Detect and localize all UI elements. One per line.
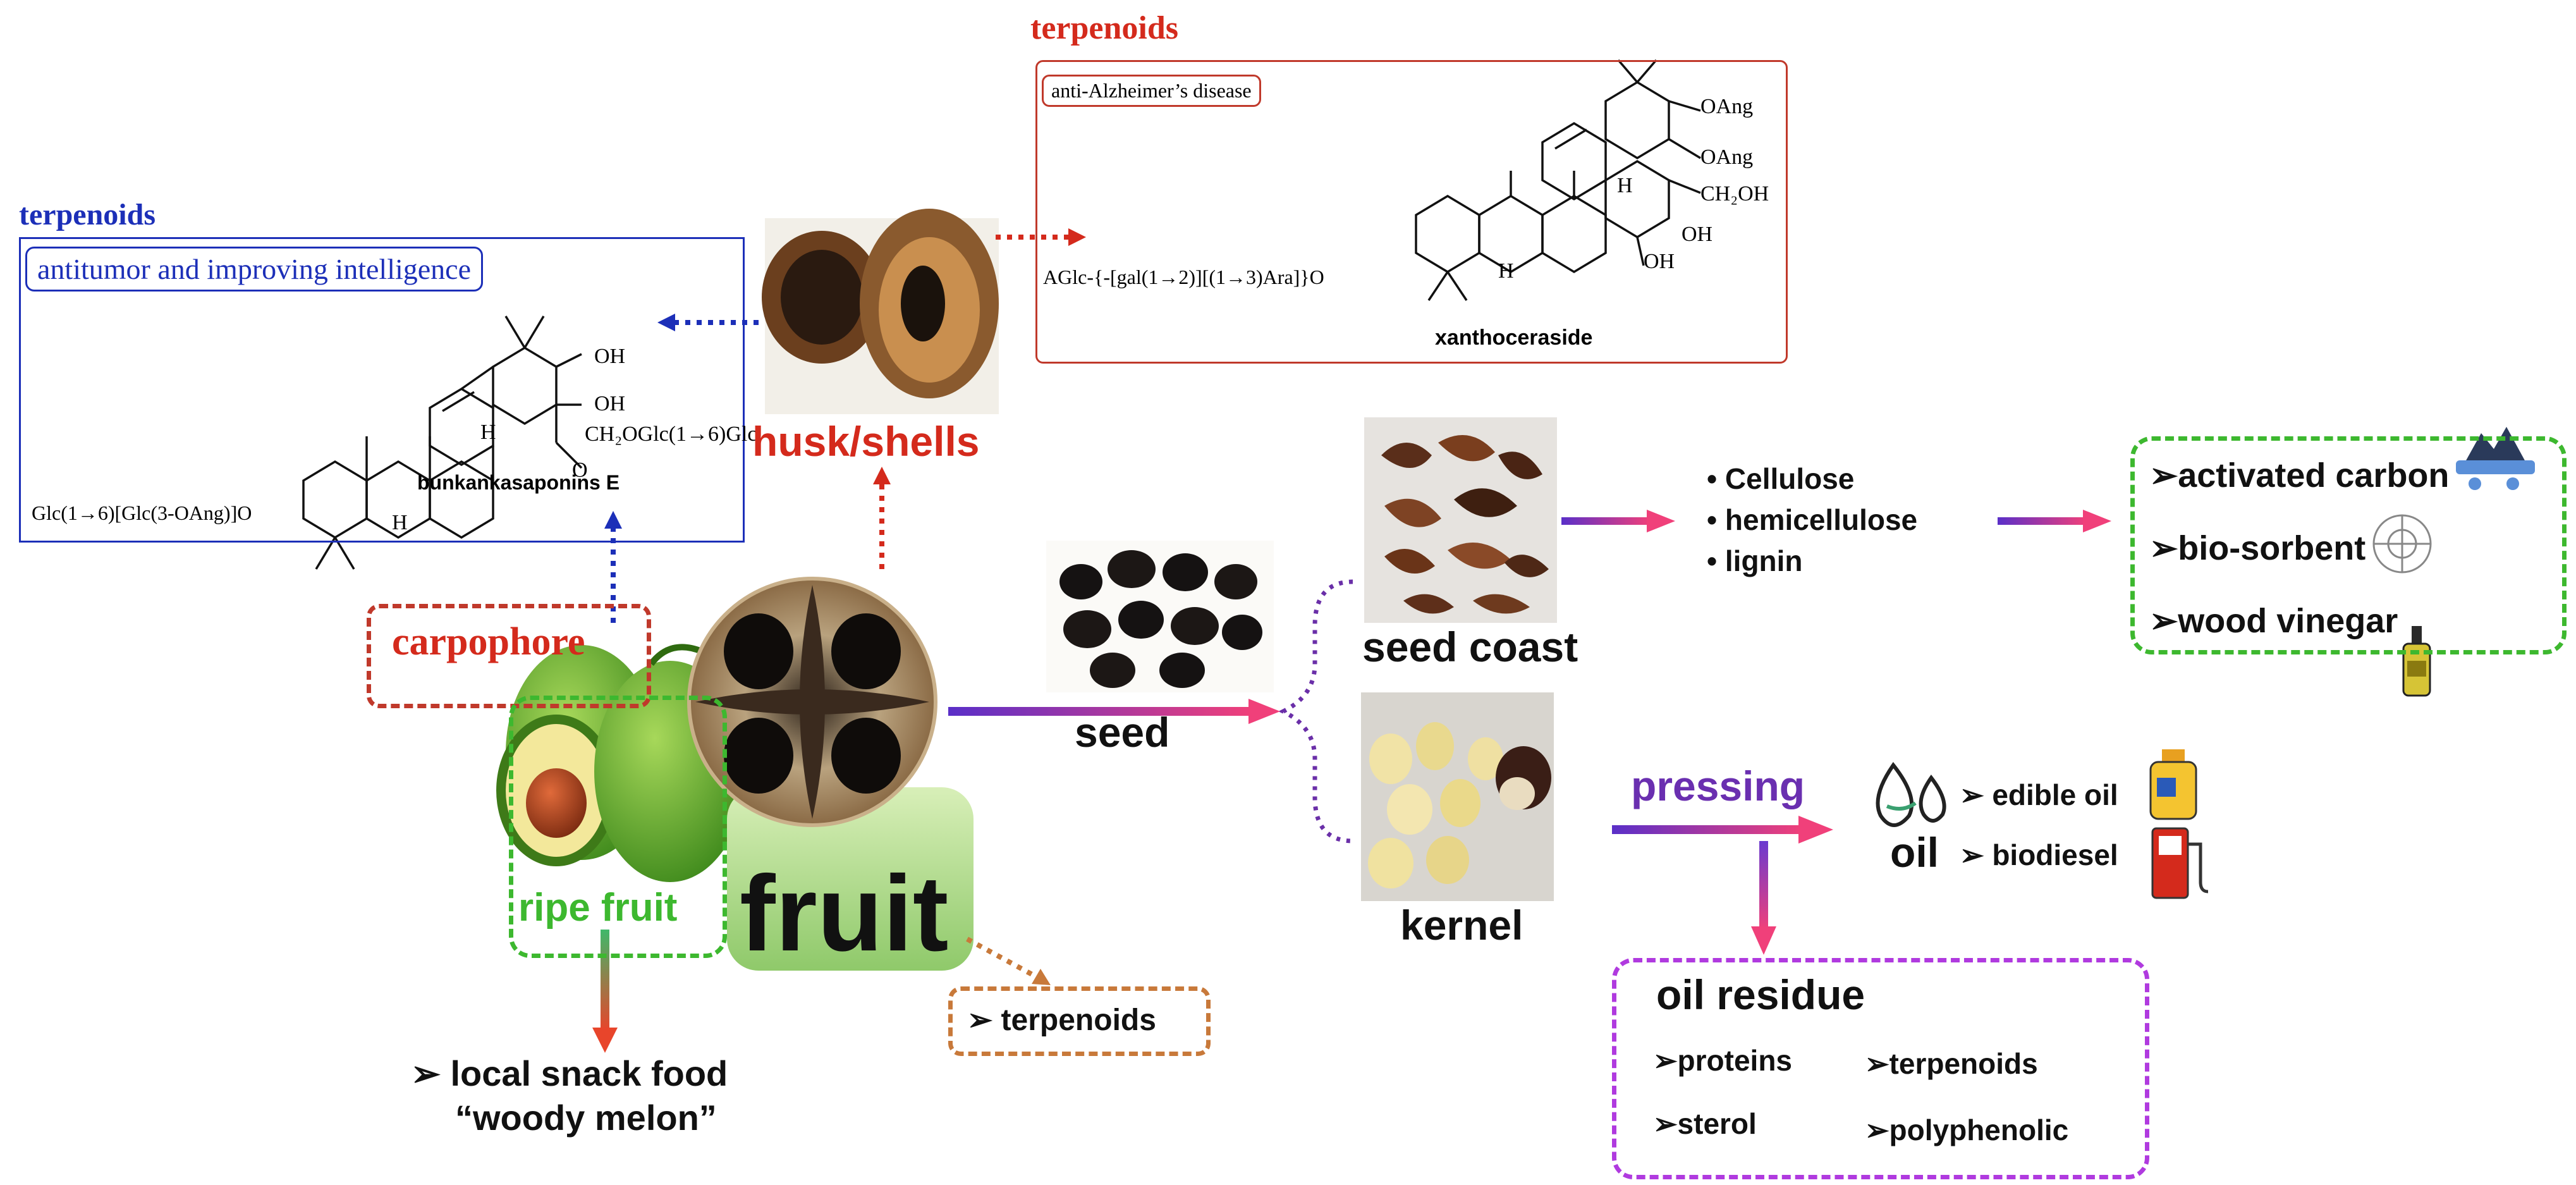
sub-ch2oh: CH₂OH: [1700, 182, 1769, 206]
xanthoceraside-structure: [1415, 59, 1701, 301]
component-cellulose: • Cellulose: [1707, 462, 1855, 495]
ripe-fruit-label: ripe fruit: [518, 886, 678, 930]
product-activated-carbon: ➢activated carbon: [2149, 457, 2450, 494]
carpophore-box: [367, 604, 651, 708]
sub-h-top-1: H: [1617, 174, 1633, 197]
snack-line-1: ➢ local snack food: [411, 1053, 728, 1093]
fruit-box: [727, 787, 974, 971]
kernel-label: kernel: [1400, 902, 1523, 949]
ripe-fruit-box: [509, 696, 727, 958]
sub-oh-1: OH: [594, 345, 626, 368]
bunkankasaponin-structure: [302, 316, 583, 570]
oil-label: oil: [1890, 829, 1939, 876]
biodiesel-pump-icon: [2151, 827, 2209, 899]
kernel-photo: [1361, 692, 1554, 901]
sub-oh-top-2: OH: [1644, 250, 1675, 273]
terpenoids-top-box: [1035, 60, 1788, 364]
terpenoids-fruit-box: [948, 986, 1211, 1056]
wood-vinegar-icon: [2402, 626, 2431, 697]
oil-residue-title: oil residue: [1656, 971, 1865, 1018]
oil-use-biodiesel: ➢ biodiesel: [1960, 838, 2118, 871]
residue-terpenoids: ➢terpenoids: [1865, 1047, 2038, 1080]
products-box: [2130, 436, 2567, 654]
seed-coast-label: seed coast: [1362, 623, 1578, 670]
activated-carbon-icon: [2456, 427, 2535, 490]
compound-xanthoceraside: xanthoceraside: [1435, 326, 1593, 350]
sub-h-1: H: [480, 421, 496, 444]
terpenoids-left-activity: antitumor and improving intelligence: [25, 247, 484, 292]
seeds-photo: [1046, 541, 1274, 692]
seed-coat-photo: [1364, 417, 1557, 623]
snack-line-2: “woody melon”: [455, 1098, 717, 1138]
husk-photo: [762, 209, 999, 414]
residue-proteins: ➢proteins: [1653, 1044, 1793, 1077]
sub-oang-1: OAng: [1700, 95, 1754, 118]
sub-oh-top-1: OH: [1682, 223, 1713, 246]
husk-shells-label: husk/shells: [752, 418, 980, 465]
carpophore-label: carpophore: [392, 620, 585, 663]
sub-glc: Glc(1→6)[Glc(3-OAng)]O: [32, 501, 252, 524]
seed-label: seed: [1075, 709, 1170, 756]
sub-oh-2: OH: [594, 392, 626, 415]
compound-bunkankasaponins: bunkankasaponins E: [417, 471, 620, 494]
sub-h-2: H: [392, 511, 408, 534]
sub-h-top-2: H: [1498, 259, 1514, 283]
component-hemicellulose: • hemicellulose: [1707, 503, 1918, 536]
oil-use-edible: ➢ edible oil: [1960, 778, 2118, 811]
terpenoids-left-heading: terpenoids: [19, 198, 156, 231]
residue-polyphenolic: ➢polyphenolic: [1865, 1114, 2069, 1146]
fruit-capsule-illustration: [687, 577, 937, 827]
residue-sterol: ➢sterol: [1653, 1107, 1757, 1140]
pressing-label: pressing: [1631, 763, 1805, 809]
gradient-arrows: [592, 510, 2111, 1053]
fruit-label: fruit: [740, 854, 949, 974]
bio-sorbent-icon: [2372, 514, 2432, 574]
oil-drops-icon: [1876, 761, 1946, 827]
seed-brace: [1278, 579, 1353, 844]
product-bio-sorbent: ➢bio-sorbent: [2149, 529, 2366, 567]
product-wood-vinegar: ➢wood vinegar: [2149, 602, 2398, 640]
oil-residue-box: [1612, 958, 2149, 1179]
sub-oang-2: OAng: [1700, 145, 1754, 169]
component-lignin: • lignin: [1707, 544, 1803, 577]
sub-aglc: AGlc-{-[gal(1→2)][(1→3)Ara]}O: [1043, 266, 1324, 288]
sub-ch2oglc: CH₂OGlc(1→6)Glc: [585, 422, 757, 446]
terpenoids-left-box: [19, 237, 745, 543]
terpenoids-top-activity: anti-Alzheimer’s disease: [1042, 75, 1261, 107]
terpenoids-top-heading: terpenoids: [1030, 10, 1178, 46]
edible-oil-icon: [2149, 749, 2197, 820]
terpenoids-fruit-label: ➢ terpenoids: [967, 1004, 1156, 1037]
sub-o: O: [572, 458, 588, 482]
